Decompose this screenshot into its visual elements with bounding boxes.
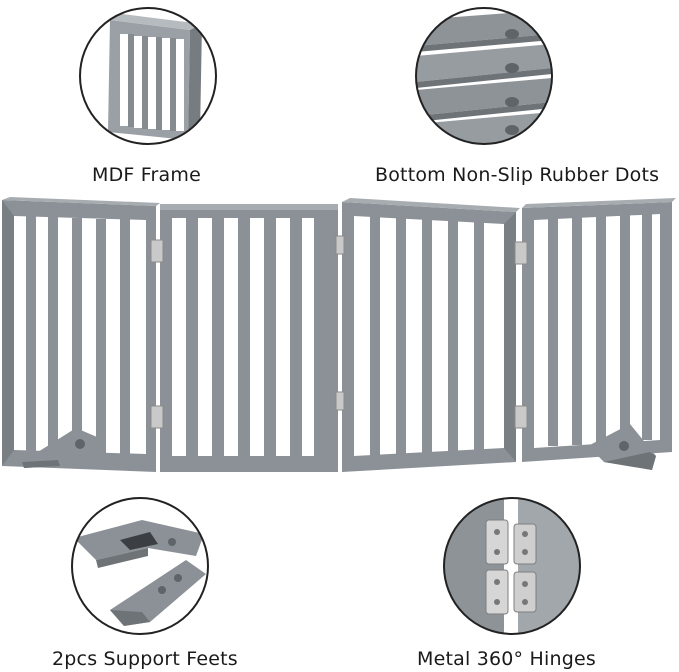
gate-panel-4 bbox=[522, 198, 676, 462]
rubber-dots-callout bbox=[415, 7, 553, 145]
mdf-frame-callout bbox=[79, 7, 217, 145]
gate-panel-2 bbox=[160, 204, 338, 472]
folding-gate bbox=[2, 197, 676, 472]
mdf-frame-caption: MDF Frame bbox=[92, 164, 201, 186]
gate-panel-3 bbox=[342, 198, 520, 472]
support-feet-caption: 2pcs Support Feets bbox=[52, 648, 238, 670]
rubber-dots-caption: Bottom Non-Slip Rubber Dots bbox=[375, 164, 660, 186]
hinges-callout bbox=[443, 497, 581, 635]
hinge-set bbox=[150, 235, 528, 429]
support-foot-right bbox=[588, 424, 656, 470]
mdf-frame-detail bbox=[80, 8, 216, 144]
support-foot-left bbox=[22, 428, 104, 468]
support-feet-detail bbox=[72, 498, 208, 634]
hinges-caption: Metal 360° Hinges bbox=[417, 648, 596, 670]
gate-panel-1 bbox=[2, 197, 160, 472]
support-feet-callout bbox=[71, 497, 209, 635]
